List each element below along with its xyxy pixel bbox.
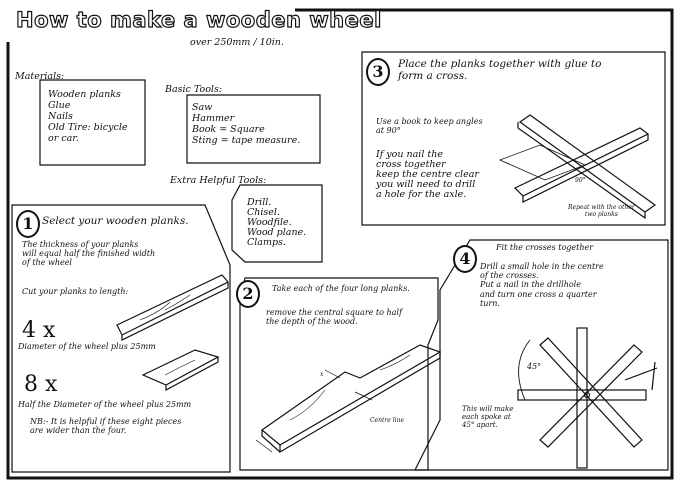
step3-panel xyxy=(361,51,666,226)
step4-panel xyxy=(414,239,669,471)
step3-heading: Place the planks together with glue to f… xyxy=(398,58,602,83)
page-border xyxy=(6,8,674,480)
step1-qty2: 8 x xyxy=(24,372,58,397)
basic-tools-list: Saw Hammer Book = Square Sting = tape me… xyxy=(192,102,301,146)
step2-number: 2 xyxy=(236,280,260,308)
plank-short xyxy=(141,349,220,392)
basic-tools-box xyxy=(186,94,321,164)
step4-result: This will make each spoke at 45° apart. xyxy=(462,405,514,430)
step1-panel xyxy=(11,204,231,473)
materials-label: Materials: xyxy=(15,71,65,82)
plank-cross xyxy=(498,114,657,220)
step3-number: 3 xyxy=(366,58,390,86)
subtitle: over 250mm / 10in. xyxy=(190,37,284,48)
step1-text: The thickness of your planks will equal … xyxy=(22,240,156,268)
step4-angle: 45° xyxy=(527,362,542,371)
step1-number: 1 xyxy=(16,210,40,238)
page-title: How to make a wooden wheel xyxy=(15,7,382,32)
step3-repeat-note: Repeat with the other two planks xyxy=(568,204,635,218)
step3-angle: 90° xyxy=(575,177,586,184)
step3-nail-note: If you nail the cross together keep the … xyxy=(376,149,479,200)
extra-tools-label: Extra Helpful Tools: xyxy=(170,175,267,186)
step2-x-label: x xyxy=(320,371,324,378)
step1-cut: Cut your planks to length: xyxy=(22,287,129,296)
step4-heading: Fit the crosses together xyxy=(496,243,594,252)
plank-notched xyxy=(255,344,442,454)
basic-tools-label: Basic Tools: xyxy=(165,84,223,95)
materials-list: Wooden planks Glue Nails Old Tire: bicyc… xyxy=(48,89,128,144)
step2-text: remove the central square to half the de… xyxy=(266,308,402,327)
step1-desc1: Diameter of the wheel plus 25mm xyxy=(18,342,156,351)
extra-tools-list: Drill. Chisel. Woodfile. Wood plane. Cla… xyxy=(247,197,307,248)
step4-text: Drill a small hole in the centre of the … xyxy=(480,262,604,308)
extra-tools-box xyxy=(231,184,323,263)
step2-heading: Take each of the four long planks. xyxy=(272,284,410,293)
spoke-diagram xyxy=(517,327,658,469)
step2-panel xyxy=(239,277,439,471)
materials-box xyxy=(39,79,146,166)
plank-long xyxy=(116,274,229,341)
step1-desc2: Half the Diameter of the wheel plus 25mm xyxy=(18,400,192,409)
step4-number: 4 xyxy=(453,245,477,273)
step1-qty1: 4 x xyxy=(22,318,56,343)
step1-heading: Select your wooden planks. xyxy=(42,215,189,227)
step3-tip: Use a book to keep angles at 90° xyxy=(376,117,483,136)
step2-centre-label: Centre line xyxy=(370,417,404,424)
step1-note: NB:- It is helpful if these eight pieces… xyxy=(30,417,182,436)
